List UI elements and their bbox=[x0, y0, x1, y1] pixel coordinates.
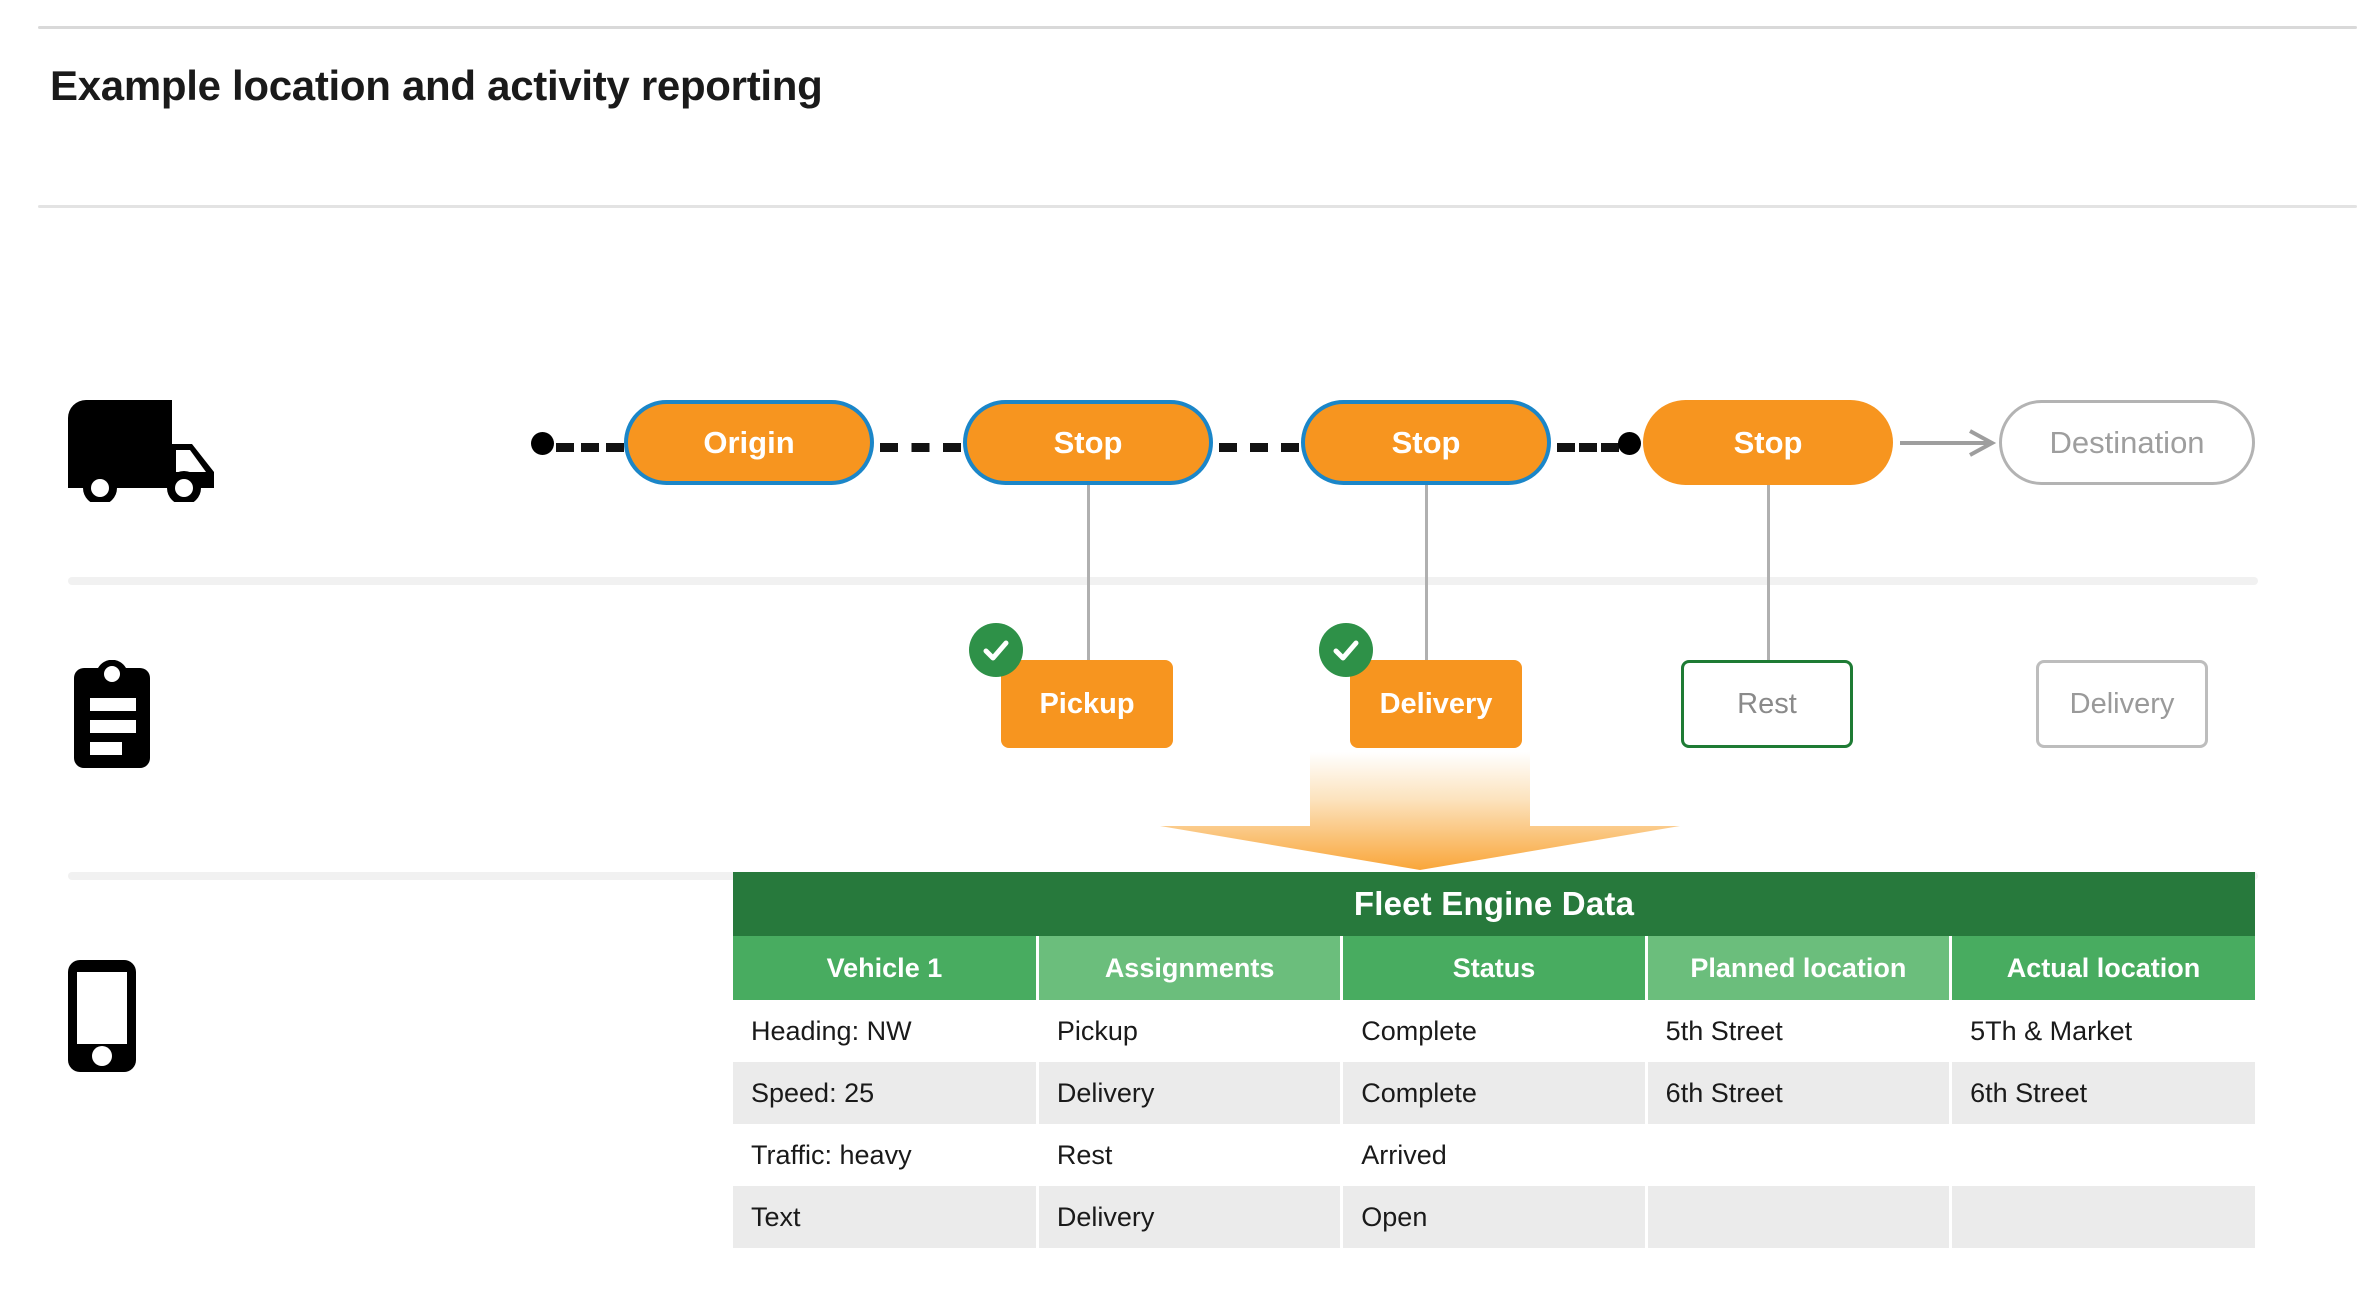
route-dash-3 bbox=[1557, 443, 1619, 452]
route-node-origin[interactable]: Origin bbox=[624, 400, 874, 485]
activity-label: Pickup bbox=[1039, 687, 1135, 720]
route-node-label: Stop bbox=[1391, 424, 1461, 460]
top-divider bbox=[38, 26, 2357, 29]
route-dash-2 bbox=[1219, 443, 1299, 452]
connector-stop1-pickup bbox=[1087, 485, 1090, 660]
cell-status: Complete bbox=[1341, 1000, 1648, 1062]
route-node-stop-3[interactable]: Stop bbox=[1643, 400, 1893, 485]
truck-icon bbox=[68, 400, 218, 502]
route-node-label: Stop bbox=[1733, 424, 1803, 460]
cell-vehicle: Speed: 25 bbox=[733, 1062, 1039, 1124]
table-row[interactable]: Heading: NW Pickup Complete 5th Street 5… bbox=[733, 1000, 2255, 1062]
route-node-destination[interactable]: Destination bbox=[1999, 400, 2255, 485]
route-dash-1 bbox=[880, 443, 961, 452]
column-header-status[interactable]: Status bbox=[1341, 936, 1648, 1000]
cell-actual-location bbox=[1950, 1124, 2255, 1186]
cell-assignment: Rest bbox=[1037, 1124, 1344, 1186]
table-title: Fleet Engine Data bbox=[733, 872, 2255, 936]
fleet-engine-table: Fleet Engine Data Vehicle 1 Assignments … bbox=[733, 872, 2255, 1248]
title-divider bbox=[38, 205, 2357, 208]
connector-stop2-delivery bbox=[1425, 485, 1428, 660]
phone-icon bbox=[68, 960, 136, 1072]
cell-assignment: Delivery bbox=[1037, 1062, 1344, 1124]
route-node-label: Destination bbox=[2049, 424, 2205, 460]
section-divider-route bbox=[68, 577, 2258, 585]
cell-vehicle: Text bbox=[733, 1186, 1039, 1248]
route-start-dot bbox=[531, 432, 554, 455]
table-title-head: Fleet Engine Data bbox=[733, 872, 2255, 936]
cell-planned-location bbox=[1646, 1186, 1953, 1248]
activity-label: Rest bbox=[1737, 687, 1797, 720]
page-title: Example location and activity reporting bbox=[50, 62, 823, 109]
column-header-planned-location[interactable]: Planned location bbox=[1646, 936, 1953, 1000]
cell-actual-location: 6th Street bbox=[1950, 1062, 2255, 1124]
cell-planned-location: 6th Street bbox=[1646, 1062, 1953, 1124]
cell-status: Complete bbox=[1341, 1062, 1648, 1124]
table-row[interactable]: Text Delivery Open bbox=[733, 1186, 2255, 1248]
route-dash-0 bbox=[556, 443, 624, 452]
data-flow-arrow-icon bbox=[1160, 752, 1680, 870]
activity-box-pickup[interactable]: Pickup bbox=[1001, 660, 1173, 748]
activity-label: Delivery bbox=[1379, 687, 1493, 720]
table-row[interactable]: Traffic: heavy Rest Arrived bbox=[733, 1124, 2255, 1186]
cell-assignment: Delivery bbox=[1037, 1186, 1344, 1248]
column-header-assignments[interactable]: Assignments bbox=[1037, 936, 1344, 1000]
cell-status: Open bbox=[1341, 1186, 1648, 1248]
table-column-head: Vehicle 1 Assignments Status Planned loc… bbox=[733, 936, 2255, 1000]
table-row[interactable]: Speed: 25 Delivery Complete 6th Street 6… bbox=[733, 1062, 2255, 1124]
column-header-actual-location[interactable]: Actual location bbox=[1950, 936, 2255, 1000]
route-node-label: Origin bbox=[703, 424, 795, 460]
activity-label: Delivery bbox=[2069, 687, 2175, 720]
table-body: Heading: NW Pickup Complete 5th Street 5… bbox=[733, 1000, 2255, 1248]
cell-actual-location: 5Th & Market bbox=[1950, 1000, 2255, 1062]
cell-vehicle: Heading: NW bbox=[733, 1000, 1039, 1062]
cell-actual-location bbox=[1950, 1186, 2255, 1248]
connector-stop3-rest bbox=[1767, 485, 1770, 660]
cell-assignment: Pickup bbox=[1037, 1000, 1344, 1062]
cell-vehicle: Traffic: heavy bbox=[733, 1124, 1039, 1186]
route-node-stop-2[interactable]: Stop bbox=[1301, 400, 1551, 485]
activity-box-delivery-1[interactable]: Delivery bbox=[1350, 660, 1522, 748]
route-node-stop-1[interactable]: Stop bbox=[963, 400, 1213, 485]
route-mid-dot bbox=[1618, 432, 1641, 455]
cell-planned-location: 5th Street bbox=[1646, 1000, 1953, 1062]
route-node-label: Stop bbox=[1053, 424, 1123, 460]
clipboard-icon bbox=[68, 660, 156, 768]
cell-status: Arrived bbox=[1341, 1124, 1648, 1186]
activity-box-delivery-2[interactable]: Delivery bbox=[2036, 660, 2208, 748]
activity-box-rest[interactable]: Rest bbox=[1681, 660, 1853, 748]
column-header-vehicle[interactable]: Vehicle 1 bbox=[733, 936, 1039, 1000]
check-icon-delivery bbox=[1319, 623, 1373, 677]
check-icon-pickup bbox=[969, 623, 1023, 677]
cell-planned-location bbox=[1646, 1124, 1953, 1186]
